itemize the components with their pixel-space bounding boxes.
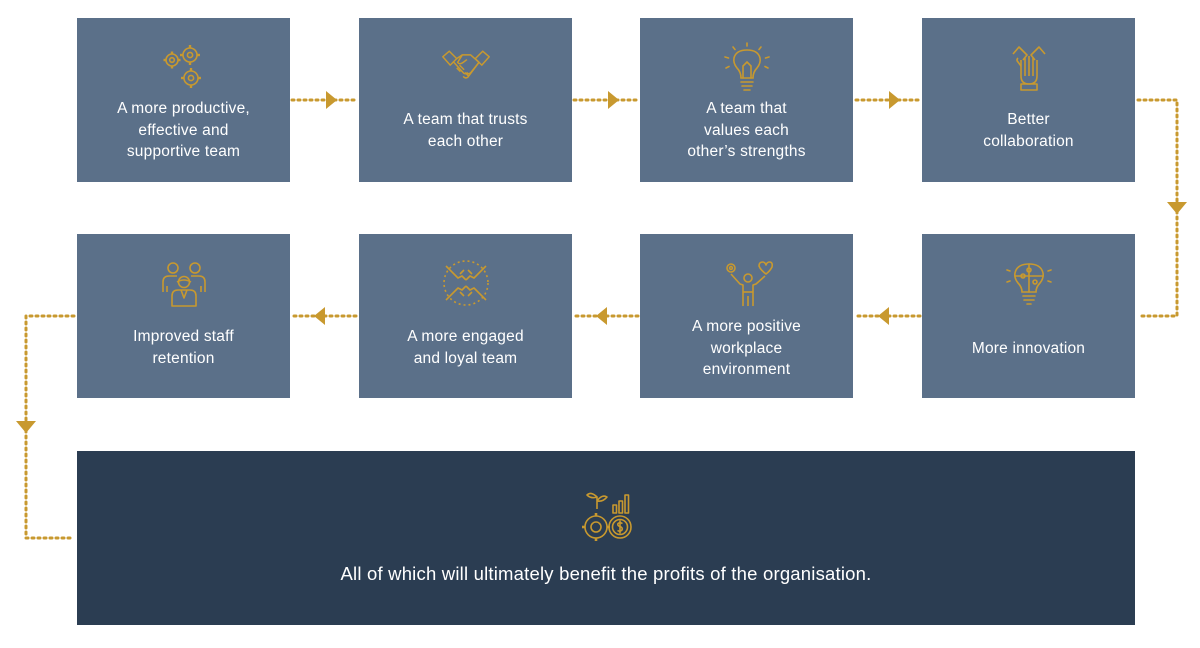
arrow-down-icon [1167,202,1187,214]
arrow-right-icon [326,91,337,109]
final-outcome-banner: All of which will ultimately benefit the… [77,451,1135,625]
arrow-down-icon [16,421,36,433]
arrow-left-icon [314,307,325,325]
step-collaboration: Better collaboration [922,18,1135,182]
person-heart-icon [725,261,773,306]
final-outcome-text: All of which will ultimately benefit the… [340,563,872,584]
arrow-left-icon [596,307,607,325]
step-positive-workplace: A more positive workplace environment [640,234,853,398]
step-engaged-loyal: A more engaged and loyal team [359,234,572,398]
step-label: A more engaged and loyal team [407,328,524,367]
lightbulb-icon [723,42,770,91]
arrow-right-icon [608,91,619,109]
connector-4-5 [1136,98,1179,318]
step-label: A more positive workplace environment [692,318,801,378]
step-label: Better collaboration [983,111,1074,150]
step-productive-team: A more productive, effective and support… [77,18,290,182]
profit-growth-icon [582,492,632,541]
puzzle-bulb-icon [1005,263,1052,305]
handshake-icon [441,50,490,79]
step-label: A more productive, effective and support… [117,100,250,160]
step-staff-retention: Improved staff retention [77,234,290,398]
arrow-right-icon [889,91,900,109]
team-hands-icon [442,260,489,306]
hands-together-icon [1011,46,1046,91]
arrow-left-icon [878,307,889,325]
step-values-strengths: A team that values each other’s strength… [640,18,853,182]
staff-group-icon [161,262,206,307]
step-label: A team that values each other’s strength… [687,100,806,160]
step-innovation: More innovation [922,234,1135,398]
step-label: Improved staff retention [133,328,234,367]
step-label: A team that trusts each other [403,111,528,150]
connector-8-final [24,314,76,540]
step-label: More innovation [971,340,1086,357]
gears-icon [163,45,201,88]
step-team-trust: A team that trusts each other [359,18,572,182]
